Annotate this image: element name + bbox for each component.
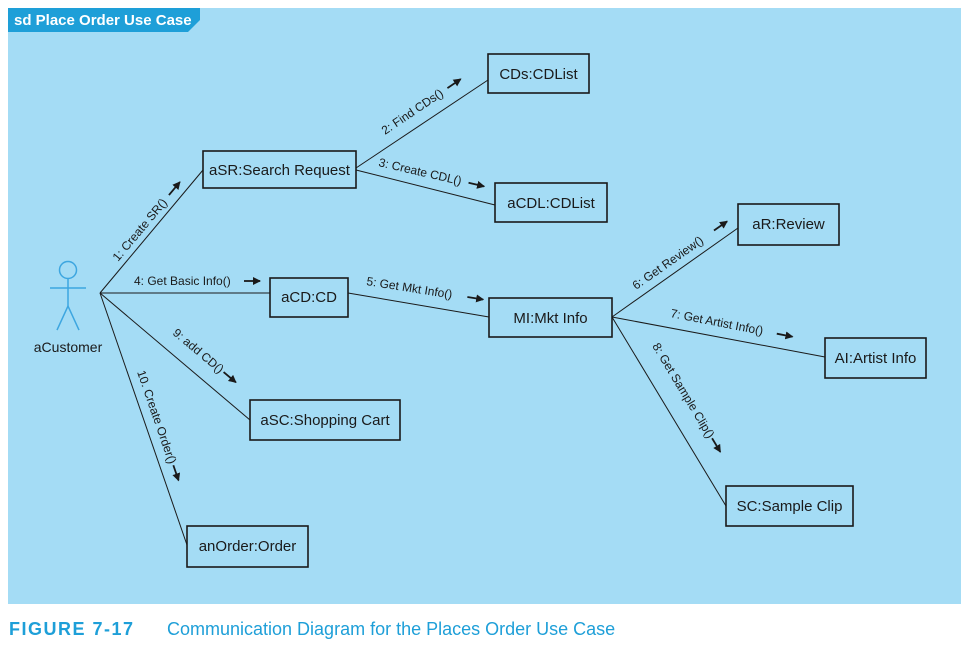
object-order-label: anOrder:Order [199, 538, 297, 555]
object-cds: CDs:CDList [487, 53, 590, 94]
frame-title-tab [8, 8, 200, 32]
object-sc-label: SC:Sample Clip [737, 498, 843, 515]
link-customer-order [99, 292, 188, 546]
frame-title: sd Place Order Use Case [14, 12, 192, 29]
object-asr: aSR:Search Request [202, 150, 357, 189]
object-cds-label: CDs:CDList [499, 66, 578, 83]
object-sc: SC:Sample Clip [725, 485, 854, 527]
message-4: 4: Get Basic Info() [134, 274, 261, 288]
link-asr-acdl [355, 169, 496, 206]
object-mi-label: MI:Mkt Info [513, 310, 587, 327]
link-asr-cds [355, 79, 489, 169]
figure-caption: Communication Diagram for the Places Ord… [167, 619, 615, 639]
object-acdl: aCDL:CDList [494, 182, 608, 223]
link-acd-mi [347, 292, 490, 318]
object-mi: MI:Mkt Info [488, 297, 613, 338]
actor-stick-figure [50, 260, 86, 331]
link-customer-asc [99, 292, 251, 421]
actor-label: aCustomer [34, 339, 103, 355]
object-acd: aCD:CD [269, 277, 349, 318]
link-mi-ai [611, 316, 826, 358]
link-mi-sc [611, 316, 727, 507]
object-ai: AI:Artist Info [824, 337, 927, 379]
object-acd-label: aCD:CD [281, 289, 337, 306]
link-customer-asr [99, 169, 204, 294]
object-acdl-label: aCDL:CDList [507, 195, 595, 212]
link-mi-ar [611, 227, 739, 318]
object-ai-label: AI:Artist Info [835, 350, 917, 367]
object-asr-label: aSR:Search Request [209, 162, 351, 179]
links [99, 79, 826, 546]
figure-number: FIGURE 7-17 [9, 619, 135, 639]
object-asc: aSC:Shopping Cart [249, 399, 401, 441]
object-ar: aR:Review [737, 203, 840, 246]
object-ar-label: aR:Review [752, 216, 825, 233]
object-order: anOrder:Order [186, 525, 309, 568]
message-4-label: 4: Get Basic Info() [134, 274, 231, 288]
object-asc-label: aSC:Shopping Cart [260, 412, 390, 429]
